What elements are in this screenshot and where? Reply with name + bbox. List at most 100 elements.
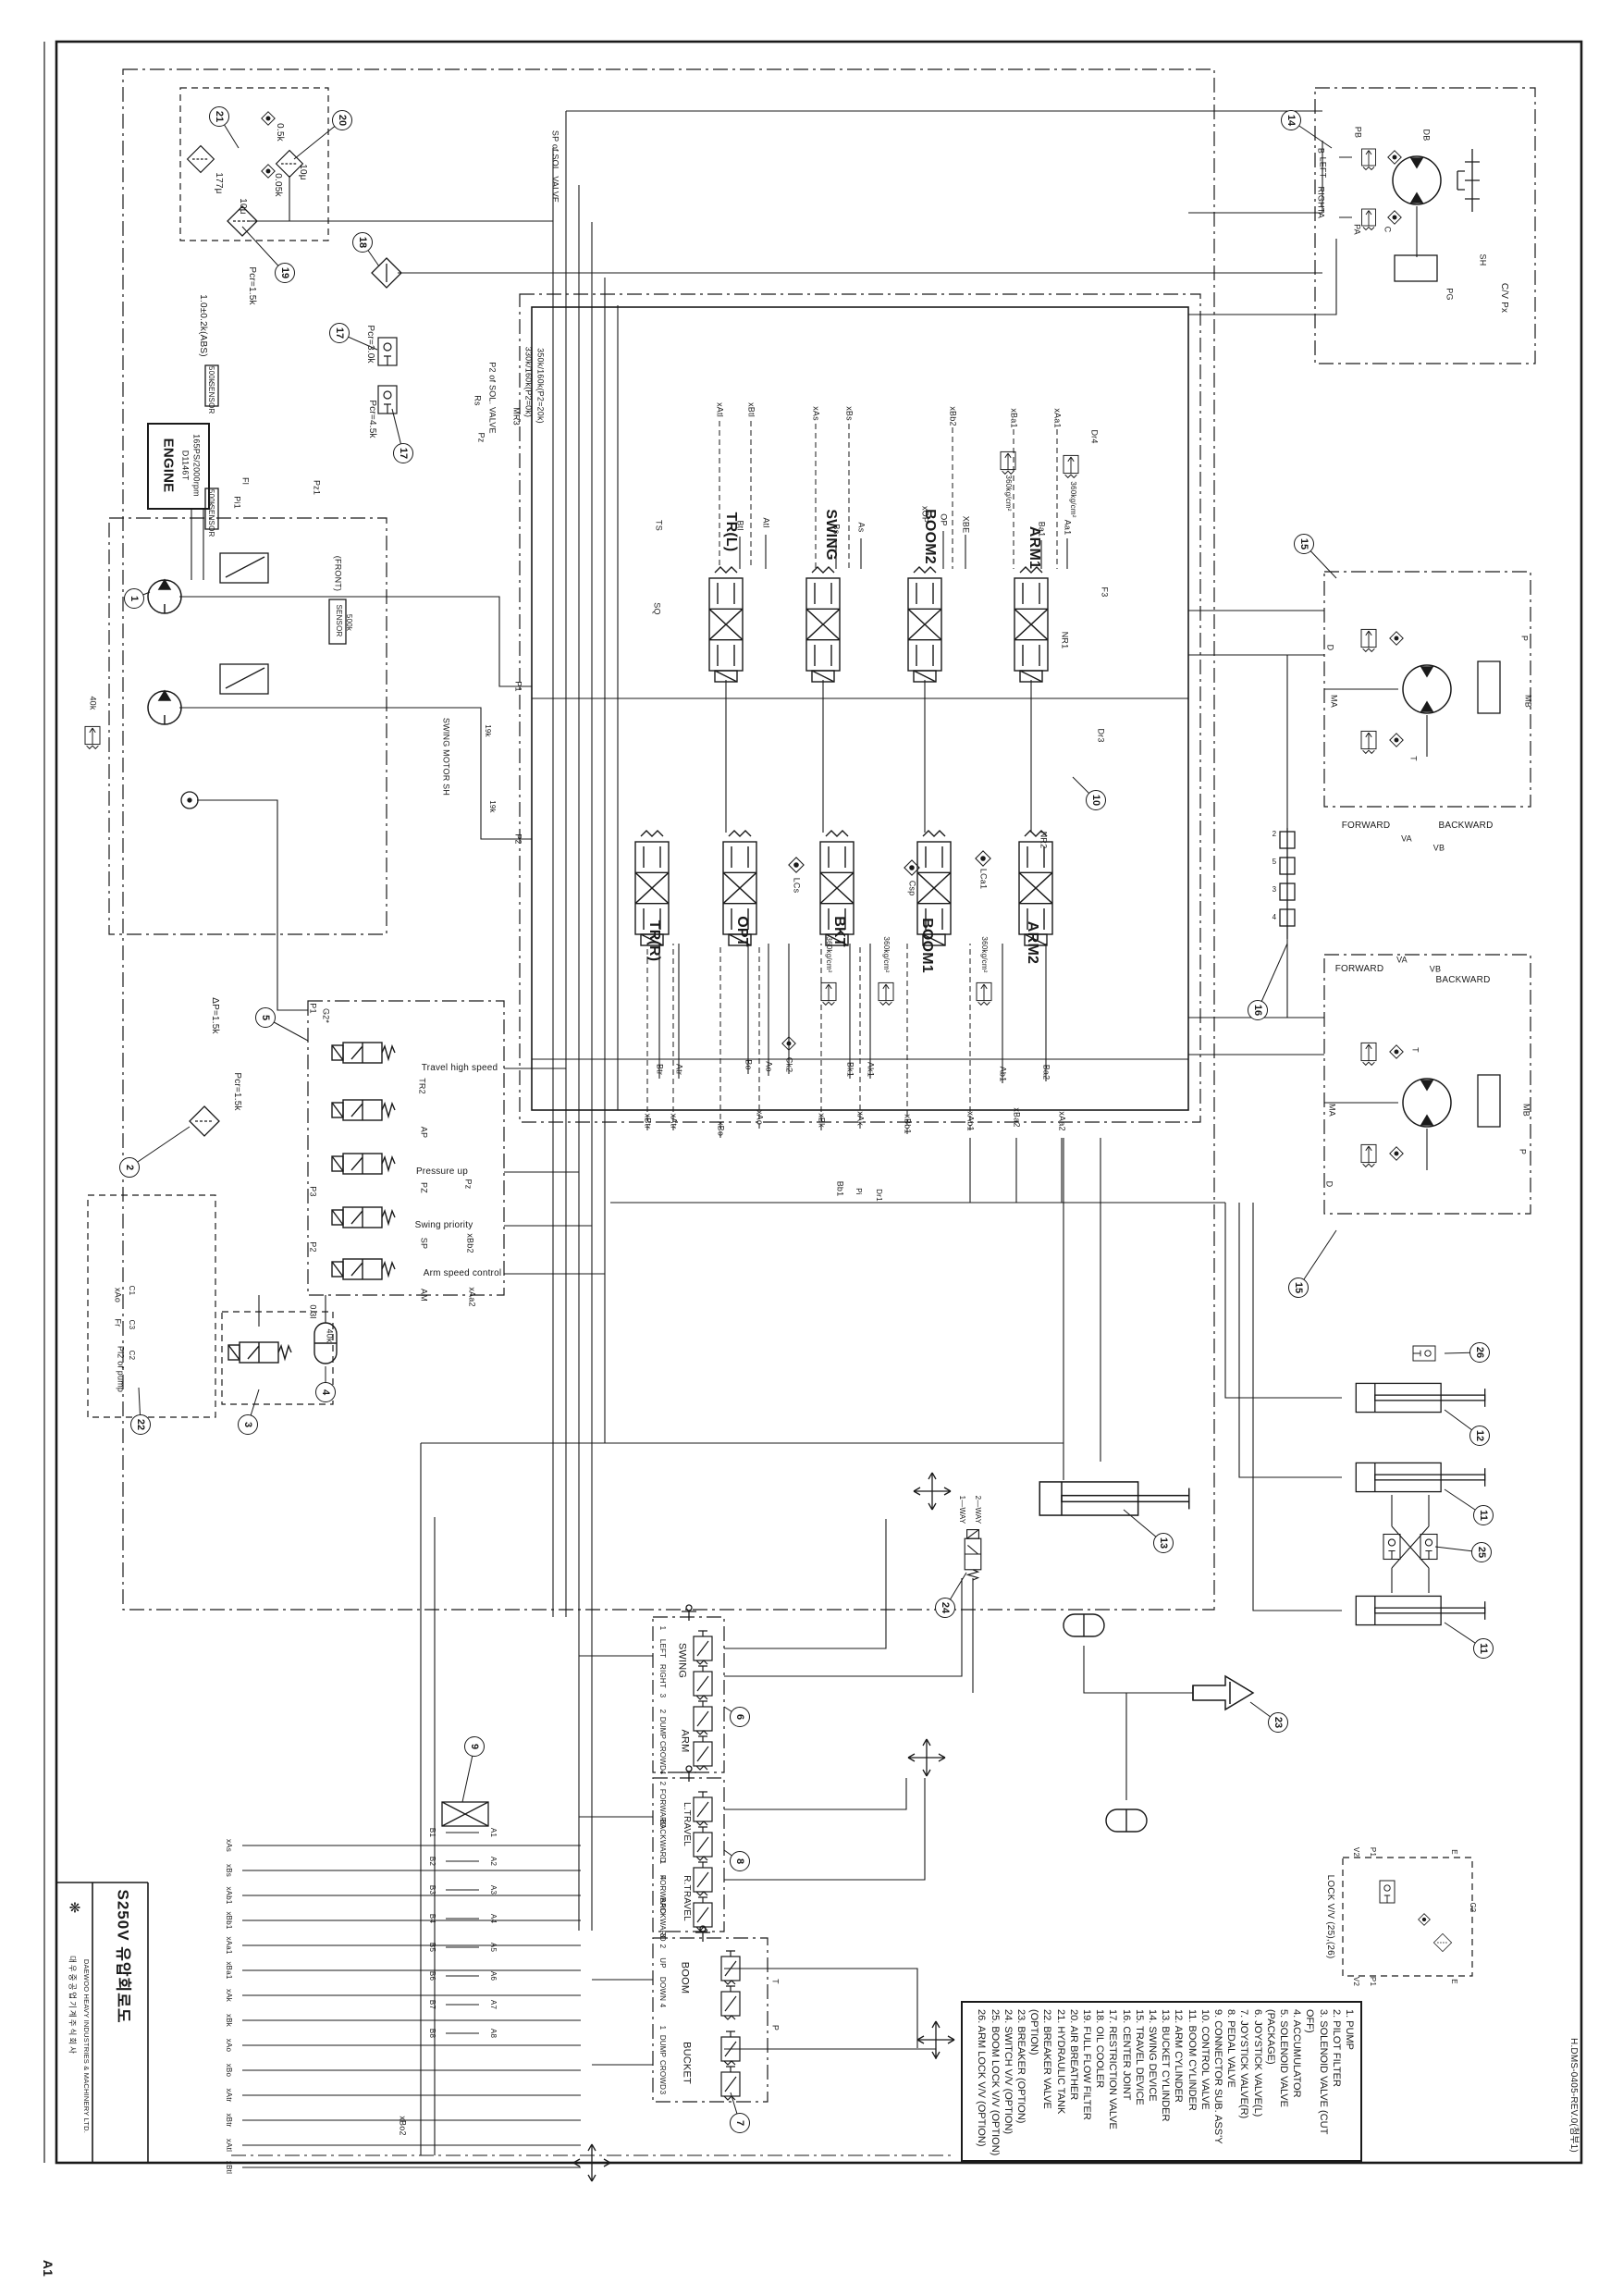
callout-24: 24	[935, 1598, 955, 1618]
callout-13: 13	[1153, 1533, 1174, 1553]
diagram-label: 500k	[345, 613, 353, 632]
diagram-label: Csp	[907, 880, 917, 896]
callout-11: 11	[1473, 1638, 1494, 1659]
diagram-label: As	[856, 522, 867, 533]
diagram-label: Pz	[476, 432, 486, 443]
parts-list-item: 13. BUCKET CYLINDER	[1160, 2009, 1172, 2122]
callout-number: 13	[1158, 1537, 1169, 1549]
diagram-label: xBb1	[903, 1114, 913, 1134]
diagram-label: TS	[654, 520, 664, 531]
diagram-label: Pcr=1.5k	[232, 1072, 242, 1111]
callout-7: 7	[730, 2113, 750, 2133]
diagram-label: 0.5k	[275, 123, 285, 142]
diagram-label: A6	[489, 1970, 498, 1981]
diagram-label: Pressure up	[415, 1167, 469, 1177]
callout-12: 12	[1469, 1426, 1490, 1446]
diagram-label: XBE	[961, 515, 971, 534]
diagram-label: Rs	[473, 395, 483, 406]
component-boundary	[652, 1777, 725, 1932]
diagram-label: 4	[658, 2003, 667, 2008]
callout-number: 12	[1474, 1429, 1485, 1442]
component-boundary	[519, 293, 1201, 1123]
diagram-label: BKT	[831, 916, 847, 947]
diagram-label: 0.05k	[273, 173, 283, 197]
diagram-label: LOCK V/V (25),(26)	[1325, 1874, 1335, 1959]
diagram-label: CROWD	[658, 1740, 667, 1771]
diagram-label: 165PS/2000rpm	[191, 434, 202, 497]
diagram-label: NR2	[1039, 831, 1049, 849]
diagram-label: 10μ	[238, 198, 248, 215]
component-boundary	[1323, 954, 1531, 1215]
diagram-label: 500k	[207, 488, 215, 507]
diagram-label: DUMP	[658, 1716, 667, 1740]
diagram-label: P2	[513, 833, 523, 845]
callout-number: 22	[135, 1418, 146, 1431]
parts-list-item: 24. SWITCH V/V (OPTION)	[1002, 2009, 1014, 2135]
diagram-label: OPT	[734, 916, 750, 947]
diagram-label: ARM2	[1025, 920, 1040, 965]
diagram-label: B5	[428, 1942, 436, 1953]
diagram-label: P1	[308, 1003, 318, 1014]
diagram-label: B8	[428, 2028, 436, 2039]
diagram-label: Pz	[463, 1179, 473, 1190]
callout-26: 26	[1469, 1342, 1490, 1363]
diagram-label: P3	[308, 1186, 318, 1197]
diagram-label: SWING	[676, 1642, 688, 1679]
diagram-label: 360kg/cm²	[1004, 475, 1013, 512]
diagram-label: B7	[428, 1999, 436, 2010]
diagram-label: PB	[1353, 126, 1363, 139]
diagram-label: F3	[1100, 586, 1110, 598]
diagram-label: 2	[658, 1709, 667, 1714]
diagram-label: C3	[128, 1319, 136, 1330]
diagram-label: DB	[1421, 129, 1432, 142]
diagram-label: Swing priority	[414, 1220, 473, 1230]
company-name-en: DAEWOO HEAVY INDUSTRIES & MACHINERY LTD.	[81, 1958, 91, 2134]
diagram-label: 330k/160k(P2=0k)	[523, 346, 534, 418]
callout-17: 17	[393, 443, 413, 463]
callout-number: 5	[260, 1014, 271, 1021]
diagram-label: 177μ	[214, 172, 224, 194]
callout-number: 25	[1476, 1546, 1487, 1559]
parts-list-item: 5. SOLENOID VALVE (PACKAGE)	[1264, 2009, 1289, 2107]
parts-list-item: 25. BOOM LOCK V/V (OPTION)	[989, 2009, 1001, 2156]
diagram-label: B4	[428, 1913, 436, 1924]
diagram-label: MA	[1327, 1104, 1337, 1117]
callout-number: 1	[129, 595, 140, 602]
parts-list-item: 20. AIR BREATHER	[1067, 2009, 1079, 2101]
diagram-label: xAo	[755, 1109, 765, 1126]
diagram-label: FORWARD	[1341, 821, 1391, 831]
callout-number: 3	[242, 1421, 253, 1428]
diagram-label: Pi	[855, 1188, 863, 1195]
diagram-label: P1	[1369, 1976, 1377, 1987]
diagram-label: E	[1450, 1979, 1458, 1984]
callout-14: 14	[1281, 110, 1301, 130]
diagram-label: L.TRAVEL	[682, 1801, 692, 1847]
parts-list-item: 12. ARM CYLINDER	[1173, 2009, 1185, 2103]
diagram-label: BUCKET	[681, 2042, 693, 2084]
diagram-label: Ao	[764, 1061, 774, 1072]
diagram-label: 1.0±0.2k(ABS)	[198, 294, 208, 357]
diagram-label: 19k	[488, 800, 497, 813]
diagram-label: RIGHT	[658, 1664, 667, 1688]
diagram-label: xAs	[811, 406, 821, 421]
callout-8: 8	[730, 1851, 750, 1871]
diagram-label: FORWARD	[1334, 964, 1384, 974]
callout-15: 15	[1288, 1278, 1309, 1298]
parts-list-item: 15. TRAVEL DEVICE	[1133, 2009, 1145, 2105]
diagram-label: A4	[489, 1913, 498, 1924]
callout-1: 1	[124, 588, 144, 609]
diagram-label: V2	[1352, 1846, 1360, 1858]
diagram-label: Dr4	[1089, 429, 1100, 444]
callout-9: 9	[464, 1736, 485, 1757]
diagram-label: SWING	[823, 509, 839, 561]
diagram-label: C1	[128, 1285, 136, 1296]
diagram-label: VA	[1401, 833, 1412, 844]
diagram-label: P	[1519, 635, 1530, 642]
parts-list-item: 8. PEDAL VALVE	[1225, 2009, 1237, 2088]
diagram-label: AP	[419, 1126, 429, 1139]
diagram-label: T	[1410, 1047, 1420, 1053]
diagram-label: VB	[1429, 964, 1442, 974]
